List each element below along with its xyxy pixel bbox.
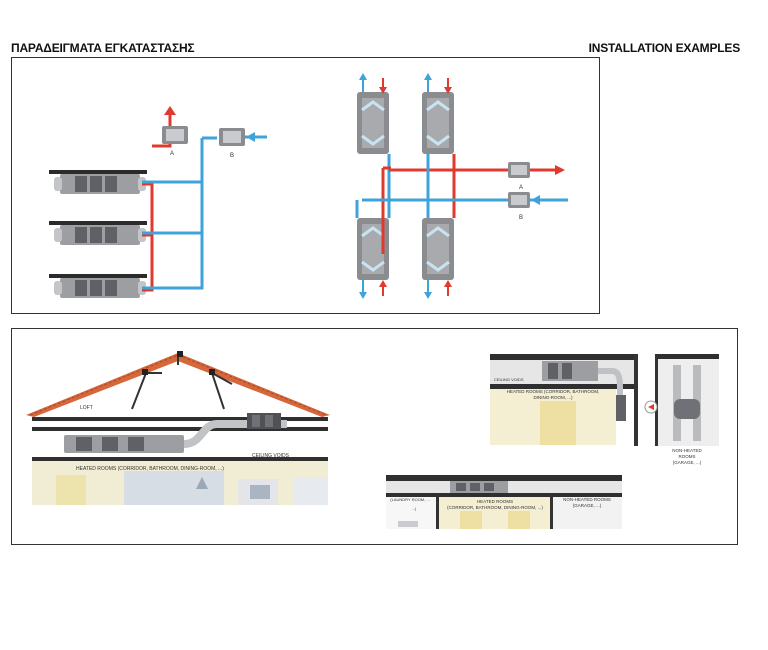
heated-rooms-label: HEATED ROOMS (CORRIDOR, BATHROOM, DINING… <box>76 466 224 472</box>
installation-diagram-bottom: LOFT CEILING VOIDS HEATED ROOMS (CORRIDO… <box>11 328 738 545</box>
arrow-left-icon <box>246 132 255 142</box>
ceiling-slab <box>32 427 328 431</box>
section-heated-label-2: (CORRIDOR, BATHROOM, DINING-ROOM, ...) <box>447 505 543 510</box>
ventilation-unit <box>49 170 147 194</box>
detail-non-heated-label: NON-HEATED <box>672 448 702 453</box>
section-non-heated-left-label-3: ...) <box>412 506 417 511</box>
section-non-heated-right-label-2: (GARAGE, ...) <box>573 503 602 508</box>
detail-heated-rooms-label: HEATED ROOMS (CORRIDOR, BATHROOM, <box>507 389 600 394</box>
vertical-flow-arrows <box>359 73 452 299</box>
section-view <box>386 475 622 529</box>
arrow-up-icon <box>444 280 452 287</box>
arrow-left-icon <box>531 195 540 205</box>
arrow-up-icon <box>424 73 432 80</box>
ducts-right <box>355 154 512 254</box>
extract-ducts-left <box>142 136 217 290</box>
fan-label-b: B <box>230 153 234 159</box>
arrow-right-icon <box>555 165 565 175</box>
vertical-units-right <box>357 92 454 280</box>
section-non-heated-left-label: NON-HEATED ROOMS <box>389 492 432 497</box>
detail-garage-unit <box>644 354 719 446</box>
fan-label-b: B <box>519 215 523 221</box>
page-title-english: INSTALLATION EXAMPLES <box>588 41 741 55</box>
fan-label-a: A <box>519 185 523 191</box>
ceiling-unit <box>64 413 287 453</box>
page-title-greek: ΠΑΡΑΔΕΙΓΜΑΤΑ ΕΓΚΑΤΑΣΤΑΣΗΣ <box>11 41 195 55</box>
arrow-up-icon <box>359 73 367 80</box>
installation-diagram-top: A B <box>11 57 600 314</box>
fan-label-a: A <box>170 151 174 157</box>
fan-b-left: B <box>219 128 267 159</box>
detail-non-heated-label-2: ROOMS <box>678 454 695 459</box>
arrow-down-icon <box>359 292 367 299</box>
arrow-down-icon <box>444 87 452 94</box>
arrow-down-icon <box>379 87 387 94</box>
duct-network-diagram: A B <box>49 73 568 299</box>
section-non-heated-right-label: NON-HEATED ROOMS <box>563 497 611 502</box>
ceiling-slab <box>32 417 328 421</box>
arrow-up-icon <box>164 106 176 115</box>
arrow-left-icon <box>648 404 654 410</box>
supply-ducts-left <box>142 136 172 292</box>
fan-a-right: A <box>508 162 565 191</box>
ceiling-voids-label: CEILING VOIDS <box>252 453 290 459</box>
house-roof <box>26 351 330 417</box>
house-installation-diagram: LOFT CEILING VOIDS HEATED ROOMS (CORRIDO… <box>26 351 719 529</box>
detail-ceiling-unit <box>490 354 638 446</box>
ceiling-slab <box>32 457 328 461</box>
loft-label: LOFT <box>80 405 93 411</box>
stacked-units-left <box>49 170 147 298</box>
detail-non-heated-label-3: (GARAGE, ...) <box>673 460 702 465</box>
fan-a-left: A <box>162 106 188 157</box>
detail-heated-rooms-label-2: DINING-ROOM, ...) <box>534 395 573 400</box>
fan-b-right: B <box>508 192 568 221</box>
section-heated-label: HEATED ROOMS <box>477 499 513 504</box>
ventilation-unit <box>49 274 147 298</box>
detail-ceiling-voids-label: CEILING VOIDS <box>494 377 524 382</box>
arrow-down-icon <box>424 292 432 299</box>
section-non-heated-left-label-2: (LAUNDRY ROOM, ... <box>390 497 429 502</box>
ventilation-unit <box>49 221 147 245</box>
arrow-up-icon <box>379 280 387 287</box>
